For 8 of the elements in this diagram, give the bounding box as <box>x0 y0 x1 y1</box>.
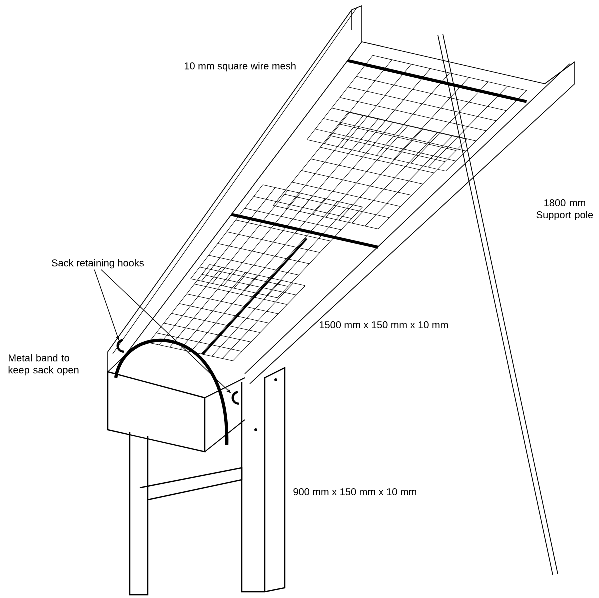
callout-label: Sack retaining hooks <box>52 259 144 269</box>
part-label: 10 mm square wire mesh <box>184 62 296 72</box>
hook <box>116 338 124 354</box>
dimension-label: 1500 mm x 150 mm x 10 mm <box>320 321 448 329</box>
part-label: 1800 mm Support pole <box>536 199 594 221</box>
hook <box>232 390 240 406</box>
part-label: Metal band to keep sack open <box>8 354 79 376</box>
dimension-label: 900 mm x 150 mm x 10 mm <box>294 488 416 496</box>
